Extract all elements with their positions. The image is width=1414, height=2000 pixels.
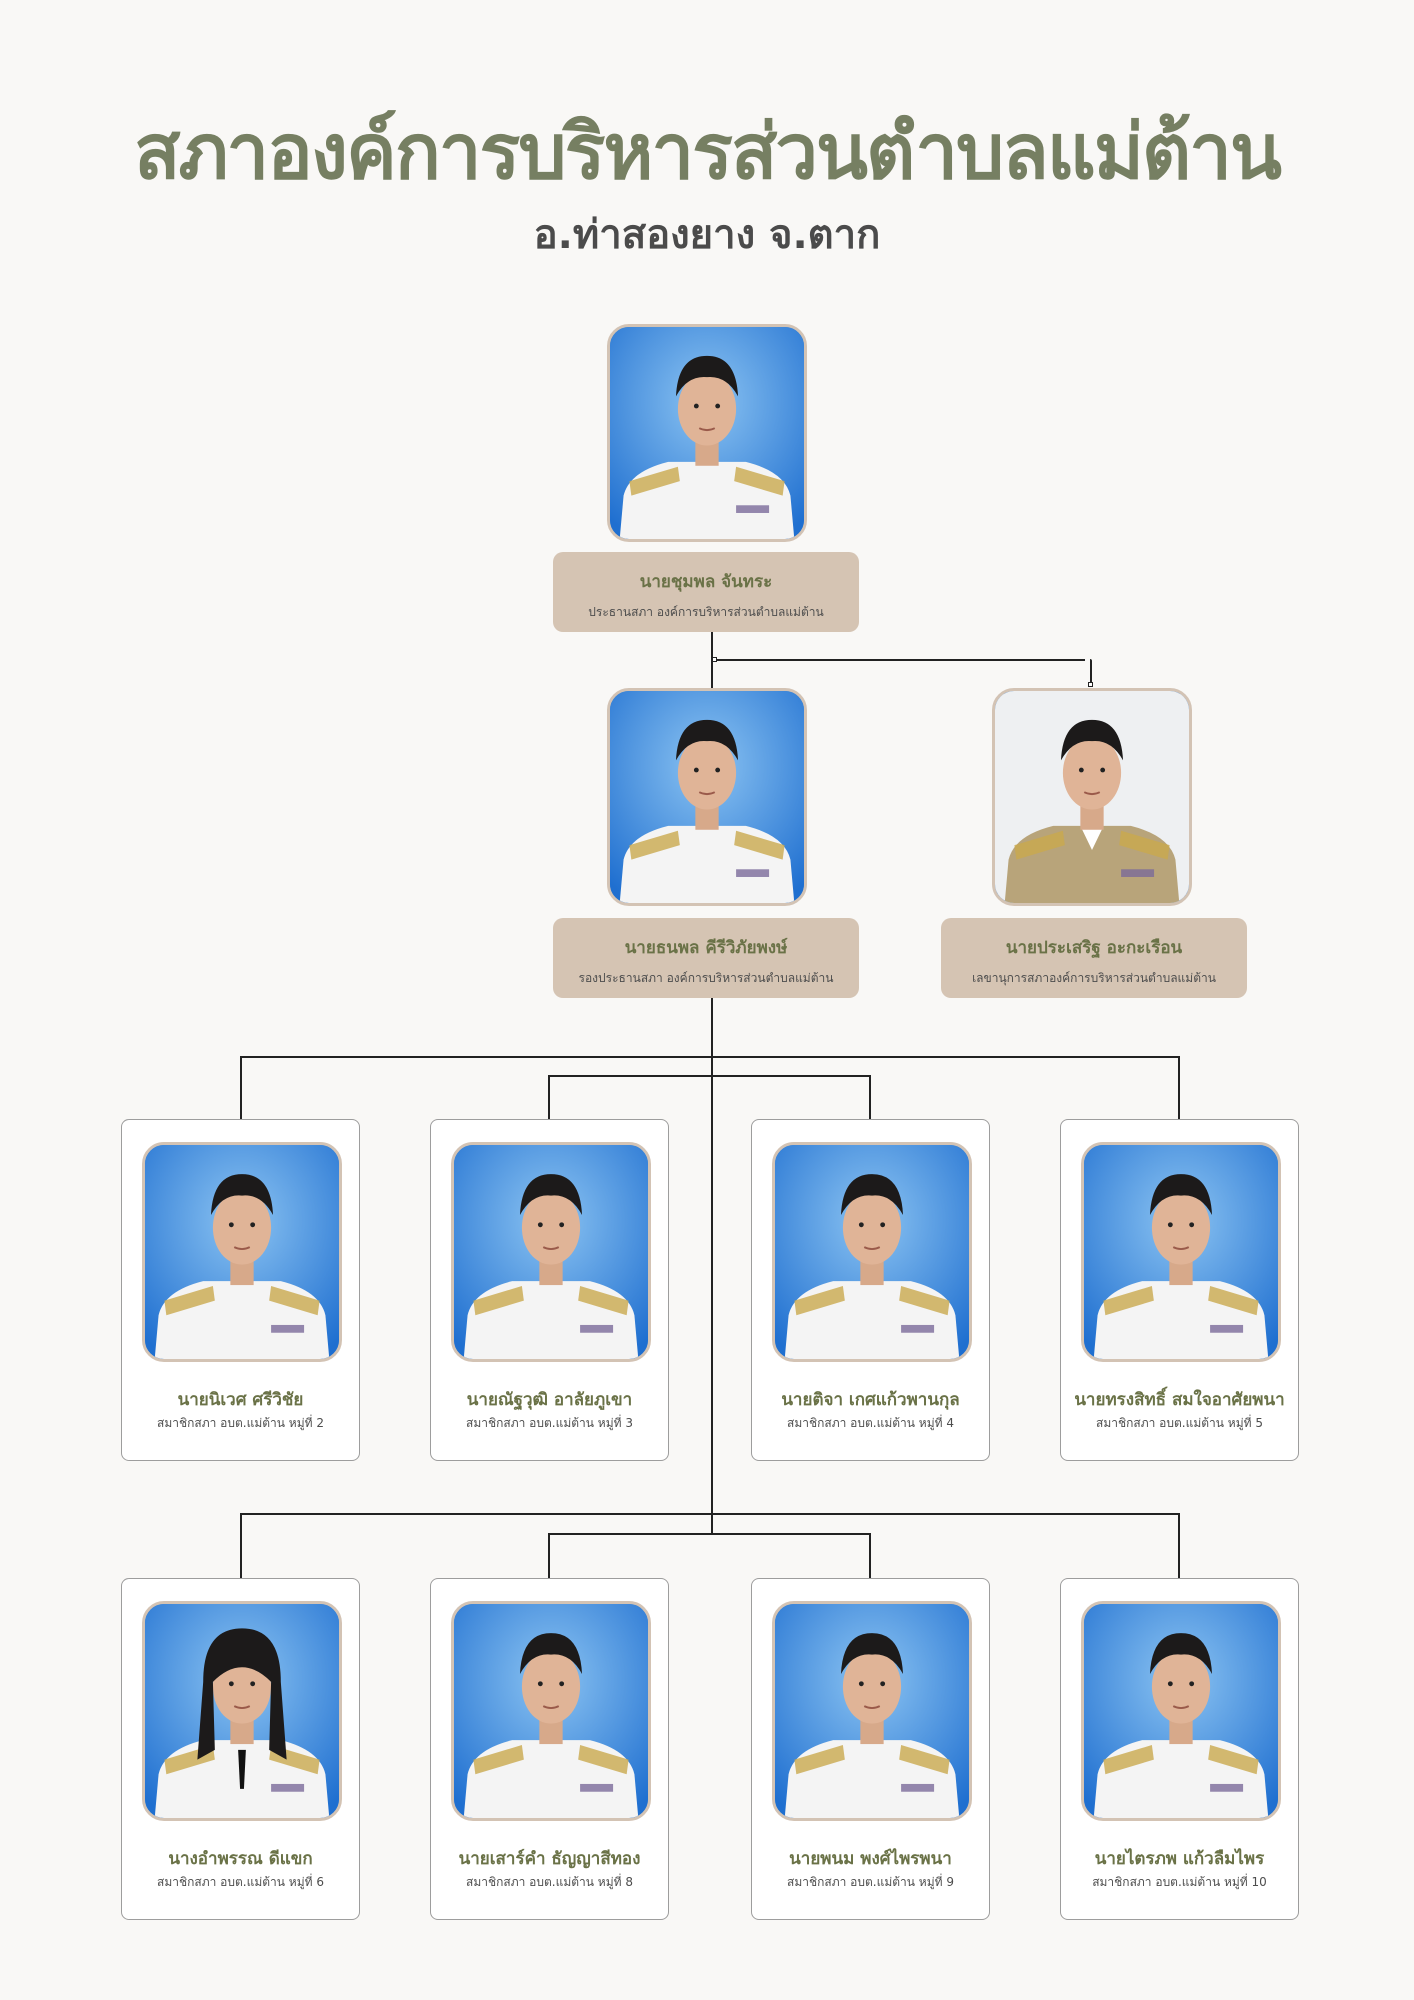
- member-name: นายนิเวศ ศรีวิชัย: [177, 1390, 304, 1410]
- member-role: สมาชิกสภา อบต.แม่ต้าน หมู่ที่ 9: [787, 1875, 954, 1889]
- member-card: นายณัฐวุฒิ อาลัยภูเขา สมาชิกสภา อบต.แม่ต…: [430, 1119, 669, 1461]
- member-role: สมาชิกสภา อบต.แม่ต้าน หมู่ที่ 5: [1096, 1416, 1263, 1430]
- member-role: สมาชิกสภา อบต.แม่ต้าน หมู่ที่ 2: [157, 1416, 324, 1430]
- vice-president-label: นายธนพล คีรีวิภัยพงษ์ รองประธานสภา องค์ก…: [553, 918, 859, 998]
- vice-president-name: นายธนพล คีรีวิภัยพงษ์: [624, 938, 788, 958]
- member-card: นายพนม พงศ์ไพรพนา สมาชิกสภา อบต.แม่ต้าน …: [751, 1578, 990, 1920]
- member-role: สมาชิกสภา อบต.แม่ต้าน หมู่ที่ 4: [787, 1416, 954, 1430]
- page-title: สภาองค์การบริหารส่วนตำบลแม่ต้าน: [134, 107, 1282, 196]
- member-photo: [772, 1601, 972, 1821]
- member-role: สมาชิกสภา อบต.แม่ต้าน หมู่ที่ 8: [466, 1875, 633, 1889]
- vice-president-role: รองประธานสภา องค์การบริหารส่วนตำบลแม่ต้า…: [578, 971, 834, 985]
- member-photo: [772, 1142, 972, 1362]
- member-card: นายไตรภพ แก้วลืมไพร สมาชิกสภา อบต.แม่ต้า…: [1060, 1578, 1299, 1920]
- member-name: นายพนม พงศ์ไพรพนา: [789, 1849, 952, 1869]
- member-photo: [451, 1142, 651, 1362]
- member-card: นายทรงสิทธิ์ สมใจอาศัยพนา สมาชิกสภา อบต.…: [1060, 1119, 1299, 1461]
- member-name: นายทรงสิทธิ์ สมใจอาศัยพนา: [1074, 1390, 1285, 1410]
- member-name: นายเสาร์คำ ธัญญาสีทอง: [458, 1849, 641, 1869]
- member-name: นายณัฐวุฒิ อาลัยภูเขา: [466, 1390, 633, 1410]
- member-card: นายเสาร์คำ ธัญญาสีทอง สมาชิกสภา อบต.แม่ต…: [430, 1578, 669, 1920]
- vice-president-photo: [607, 688, 807, 906]
- member-photo: [451, 1601, 651, 1821]
- secretary-role: เลขานุการสภาองค์การบริหารส่วนตำบลแม่ต้าน: [972, 971, 1216, 985]
- member-photo: [1081, 1142, 1281, 1362]
- secretary-label: นายประเสริฐ อะกะเรือน เลขานุการสภาองค์กา…: [941, 918, 1247, 998]
- secretary-photo: [992, 688, 1192, 906]
- member-card: นายนิเวศ ศรีวิชัย สมาชิกสภา อบต.แม่ต้าน …: [121, 1119, 360, 1461]
- member-card: นางอำพรรณ ดีแขก สมาชิกสภา อบต.แม่ต้าน หม…: [121, 1578, 360, 1920]
- member-name: นายไตรภพ แก้วลืมไพร: [1094, 1849, 1265, 1869]
- member-role: สมาชิกสภา อบต.แม่ต้าน หมู่ที่ 3: [466, 1416, 633, 1430]
- member-name: นายติจา เกศแก้วพานกุล: [781, 1390, 960, 1410]
- member-photo: [1081, 1601, 1281, 1821]
- secretary-name: นายประเสริฐ อะกะเรือน: [1005, 938, 1183, 958]
- member-role: สมาชิกสภา อบต.แม่ต้าน หมู่ที่ 6: [157, 1875, 324, 1889]
- member-name: นางอำพรรณ ดีแขก: [168, 1849, 313, 1869]
- president-photo: [607, 324, 807, 542]
- president-label: นายชุมพล จันทระ ประธานสภา องค์การบริหารส…: [553, 552, 859, 632]
- member-photo: [142, 1601, 342, 1821]
- page-subtitle: อ.ท่าสองยาง จ.ตาก: [533, 212, 881, 258]
- member-card: นายติจา เกศแก้วพานกุล สมาชิกสภา อบต.แม่ต…: [751, 1119, 990, 1461]
- president-role: ประธานสภา องค์การบริหารส่วนตำบลแม่ต้าน: [588, 605, 824, 619]
- member-role: สมาชิกสภา อบต.แม่ต้าน หมู่ที่ 10: [1092, 1875, 1267, 1889]
- president-name: นายชุมพล จันทระ: [639, 572, 773, 592]
- member-photo: [142, 1142, 342, 1362]
